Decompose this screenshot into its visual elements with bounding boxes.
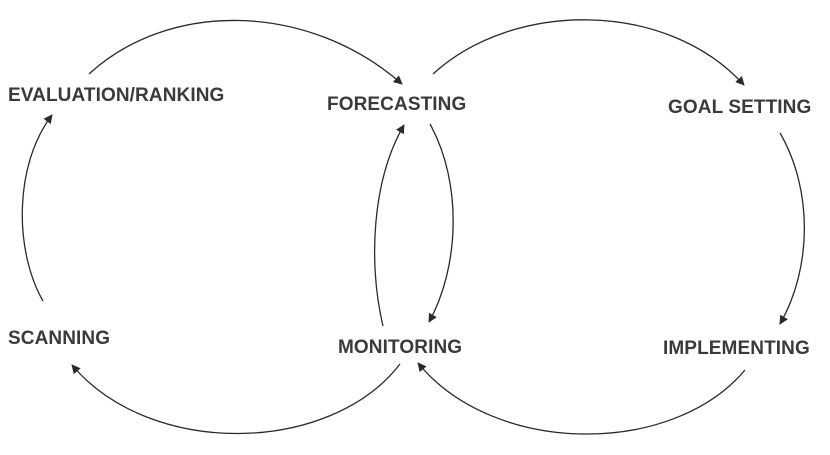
arrow-implementing-to-monitoring [417,362,746,435]
arrow-evaluation-to-forecasting [88,19,403,85]
node-scanning: SCANNING [8,328,111,349]
arrow-goal-setting-to-implementing [779,132,805,325]
arrow-forecasting-to-goal-setting [432,19,745,86]
node-evaluation-ranking: EVALUATION/RANKING [8,85,225,106]
arrow-monitoring-to-forecasting [374,124,405,327]
node-forecasting: FORECASTING [327,94,467,115]
node-goal-setting: GOAL SETTING [668,97,812,118]
arrow-monitoring-to-scanning [71,363,401,435]
arrow-scanning-to-evaluation [21,114,53,302]
arrow-forecasting-to-monitoring [428,123,454,323]
node-monitoring: MONITORING [338,337,463,358]
node-implementing: IMPLEMENTING [663,338,810,359]
